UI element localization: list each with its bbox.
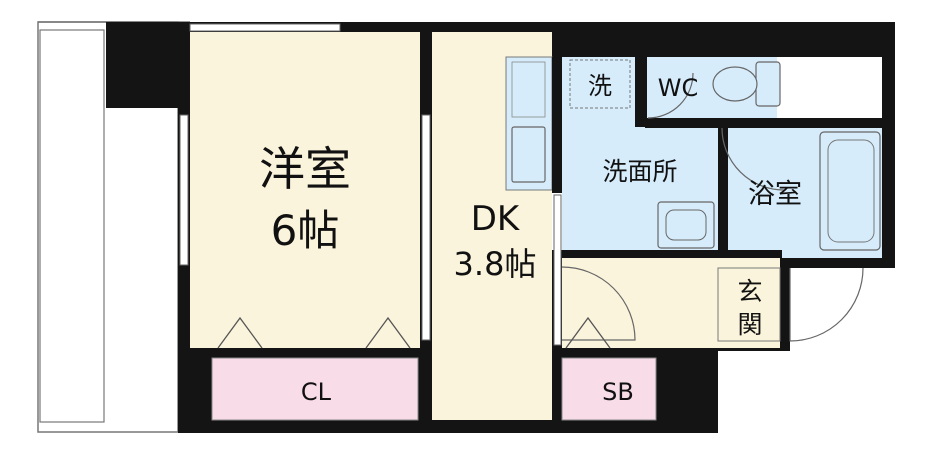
- western-room-name: 洋室: [259, 142, 351, 196]
- exterior-walls: [106, 22, 895, 433]
- shoe-box-floor: [561, 357, 657, 421]
- entrance-label-top: 玄: [737, 277, 762, 306]
- entrance-floor: [717, 267, 781, 342]
- shoe-box-label: SB: [602, 378, 634, 406]
- western-room-floor: [190, 32, 428, 348]
- toilet-wall: [635, 57, 647, 127]
- closet-label: CL: [301, 378, 332, 406]
- toilet-label: WC: [658, 74, 699, 102]
- door-swings: [561, 72, 864, 342]
- stove: [511, 61, 546, 118]
- bath-wall: [718, 128, 728, 258]
- entrance-label-bottom: 関: [737, 310, 762, 339]
- toilet-bottom-wall: [645, 118, 885, 128]
- toilet-bowl: [712, 66, 758, 102]
- windows: [179, 23, 562, 346]
- bathroom-label: 浴室: [748, 179, 802, 210]
- hall-top-wall: [562, 250, 782, 258]
- washroom-label: 洗面所: [602, 157, 677, 186]
- dk-right-wall: [552, 57, 562, 193]
- bathtub-inner: [827, 139, 875, 243]
- dk-name: DK: [471, 199, 521, 239]
- kitchen-sink: [511, 126, 546, 183]
- washer-space: [569, 59, 631, 109]
- closet-door-marks: [217, 316, 611, 349]
- toilet-tank: [755, 61, 781, 107]
- washer-label: 洗: [588, 72, 612, 100]
- dk-size: 3.8帖: [454, 245, 537, 283]
- washbasin-bowl: [665, 209, 707, 241]
- closet-floor: [211, 357, 419, 421]
- western-room-size: 6帖: [271, 206, 340, 255]
